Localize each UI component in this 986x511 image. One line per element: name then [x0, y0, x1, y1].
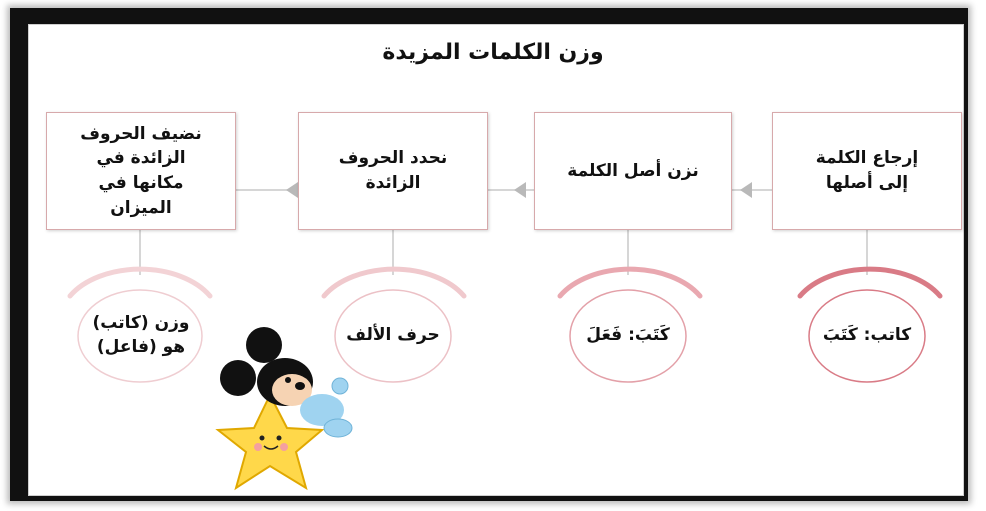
circle-ring-3	[334, 289, 452, 383]
step-label-4: نضيف الحروف الزائدة في مكانها في الميزان	[80, 123, 202, 218]
step-label-3: نحدد الحروف الزائدة	[338, 148, 448, 193]
mouse-star-clipart	[215, 327, 353, 491]
star-shape	[215, 392, 325, 491]
star-eye-right	[276, 435, 282, 441]
star-cheek-right	[280, 443, 288, 451]
star-smile	[263, 445, 279, 450]
mouse-face	[272, 374, 312, 406]
circle-ring-4	[77, 289, 203, 383]
step-label-1: إرجاع الكلمة إلى أصلها	[815, 148, 919, 193]
step-box-2: نزن أصل الكلمة	[534, 112, 732, 230]
step-label-2: نزن أصل الكلمة	[567, 160, 699, 181]
circle-arc-2	[557, 266, 703, 299]
circle-ring-1	[808, 289, 926, 383]
example-text-3: حرف الألف	[335, 300, 451, 372]
example-text-2: كَتَبَ: فَعَلَ	[570, 300, 686, 372]
mouse-ear-left	[220, 360, 256, 396]
circle-ring-2	[569, 289, 687, 383]
flow-arrow-2	[514, 182, 526, 198]
mouse-ear-right	[246, 327, 282, 363]
mouse-eye	[285, 377, 291, 383]
mouse-hand	[331, 377, 349, 395]
mouse-foot	[323, 418, 353, 438]
step-box-3: نحدد الحروف الزائدة	[298, 112, 488, 230]
mouse-body	[300, 394, 344, 426]
circle-arc-4	[67, 266, 213, 299]
example-label-1: كاتب: كَتَبَ	[822, 325, 912, 346]
star-cheek-left	[254, 443, 262, 451]
circle-arc-3	[321, 266, 467, 299]
circle-arc-1	[797, 266, 943, 299]
star-eye-left	[259, 435, 265, 441]
flow-arrow-1	[740, 182, 752, 198]
example-text-1: كاتب: كَتَبَ	[809, 300, 925, 372]
flow-arrow-3	[286, 182, 298, 198]
step-box-1: إرجاع الكلمة إلى أصلها	[772, 112, 962, 230]
diagram-canvas	[28, 24, 964, 496]
diagram-title: وزن الكلمات المزيدة	[382, 40, 604, 65]
example-label-4: وزن (كاتب) هو (فاعل)	[92, 313, 190, 357]
example-label-2: كَتَبَ: فَعَلَ	[586, 325, 670, 346]
step-box-4: نضيف الحروف الزائدة في مكانها في الميزان	[46, 112, 236, 230]
example-text-4: وزن (كاتب) هو (فاعل)	[80, 300, 202, 372]
example-label-3: حرف الألف	[346, 325, 440, 346]
mouse-nose	[295, 382, 305, 390]
